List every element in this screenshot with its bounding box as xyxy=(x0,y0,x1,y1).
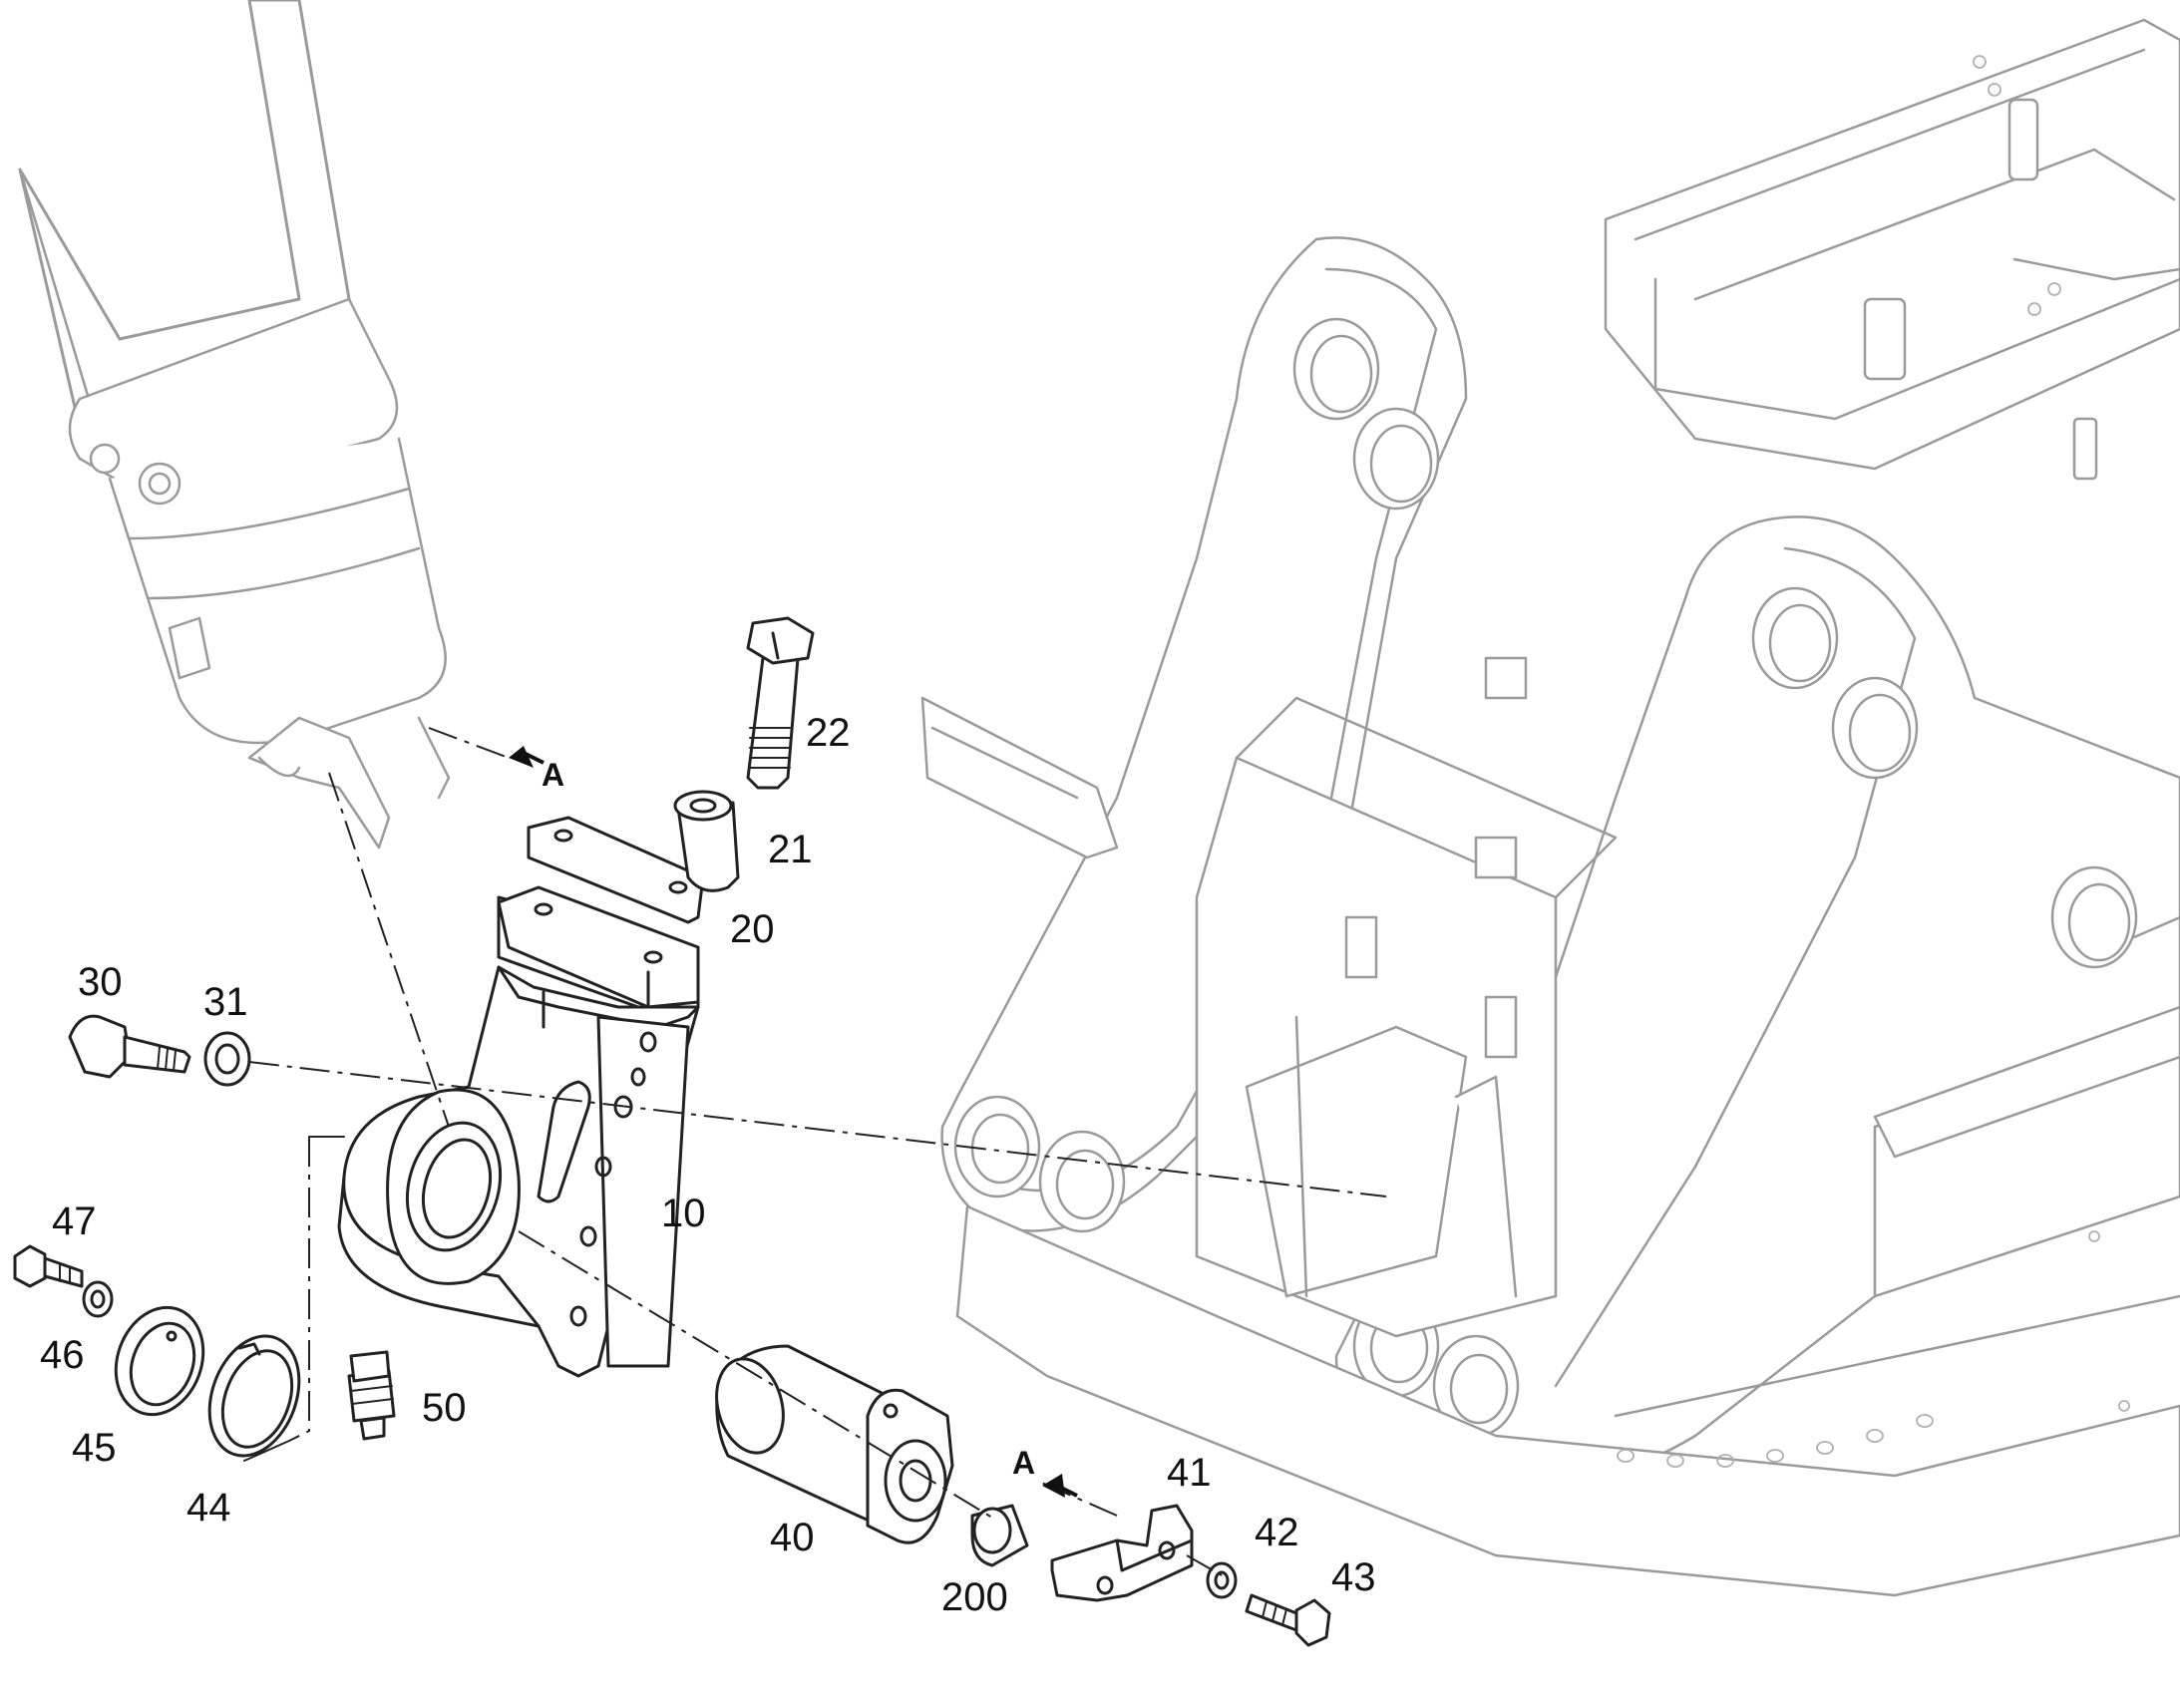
part-22-hex-bolt xyxy=(746,616,815,790)
base-plate-holes xyxy=(1617,1230,2130,1468)
label-part-10: 10 xyxy=(661,1192,706,1235)
hydraulic-cylinder xyxy=(18,0,451,850)
label-part-44: 44 xyxy=(186,1486,231,1530)
view-marker-label-lower: A xyxy=(1012,1445,1035,1481)
label-part-47: 47 xyxy=(52,1199,97,1243)
label-part-40: 40 xyxy=(770,1516,815,1559)
part-40-pin xyxy=(715,1344,954,1544)
part-44-retaining-ring xyxy=(207,1334,301,1458)
label-part-200: 200 xyxy=(941,1575,1008,1619)
label-part-41: 41 xyxy=(1167,1451,1212,1495)
part-41-locking-plate xyxy=(1050,1504,1194,1602)
part-45-disc xyxy=(114,1305,205,1417)
label-part-30: 30 xyxy=(78,960,123,1004)
part-50-grease-fitting xyxy=(347,1350,396,1441)
label-part-21: 21 xyxy=(768,828,813,871)
part-46-washer xyxy=(82,1280,114,1318)
alignment-lines xyxy=(243,727,1387,1576)
label-part-22: 22 xyxy=(806,711,851,755)
label-part-50: 50 xyxy=(422,1386,467,1430)
part-47-hex-bolt xyxy=(13,1244,84,1288)
label-part-20: 20 xyxy=(730,907,775,951)
part-31-washer xyxy=(203,1031,251,1087)
part-42-washer xyxy=(1206,1561,1238,1599)
label-part-46: 46 xyxy=(40,1333,85,1377)
callout-labels: 22 21 20 30 31 10 47 46 45 44 50 40 200 … xyxy=(40,711,1376,1619)
view-arrow-a-upper: A xyxy=(509,746,564,793)
label-part-42: 42 xyxy=(1255,1511,1299,1554)
part-21-bushing xyxy=(673,790,740,892)
view-marker-label-upper: A xyxy=(542,757,564,793)
label-part-43: 43 xyxy=(1331,1555,1376,1599)
part-20-clamp-blocks xyxy=(497,816,705,1009)
view-arrow-a-lower: A xyxy=(1012,1445,1078,1498)
part-43-hex-bolt xyxy=(1245,1593,1331,1647)
label-part-45: 45 xyxy=(72,1426,117,1470)
loader-frame-background xyxy=(920,18,2180,1597)
label-part-31: 31 xyxy=(203,980,248,1024)
part-30-hex-bolt xyxy=(68,1014,191,1079)
part-200-cap xyxy=(970,1504,1029,1567)
